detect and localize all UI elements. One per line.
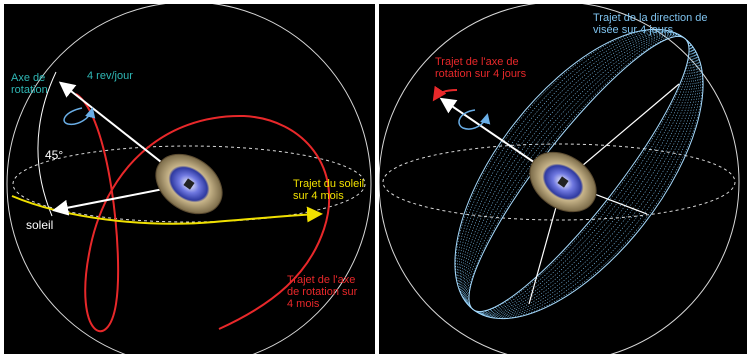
pointing-path-outline [454,28,704,320]
left-sphere-diagram [6,4,372,354]
equator-ellipse [12,145,366,223]
spin-rate-label: 4 rev/jour [87,70,133,82]
satellite-icon [529,151,597,213]
axis-path-label: Trajet de l'axe de rotation sur 4 mois [287,274,358,310]
satellite-icon [155,153,223,215]
sun-label: soleil [26,218,54,232]
meridian-arc [37,71,57,217]
right-sphere-diagram [379,4,740,354]
spin-arrow-icon [458,109,491,130]
rotation-axis-label: Axe de rotation [11,72,48,96]
right-panel: Trajet de l'axe de rotation sur 4 jours … [379,4,747,354]
spin-arrow-icon [63,107,96,126]
axis-path-curve [75,93,331,333]
equator-ellipse [382,143,736,221]
pointing-path-label: Trajet de la direction de visée sur 4 jo… [593,12,708,36]
sun-path-label: Trajet du soleil sur 4 mois [293,178,365,202]
left-panel: Axe de rotation 4 rev/jour 45° soleil Tr… [4,4,375,354]
celestial-sphere [6,4,372,354]
celestial-sphere [379,4,740,354]
axis-path-arc [432,85,458,102]
angle-label: 45° [45,148,64,162]
axis-path-label: Trajet de l'axe de rotation sur 4 jours [435,56,527,80]
